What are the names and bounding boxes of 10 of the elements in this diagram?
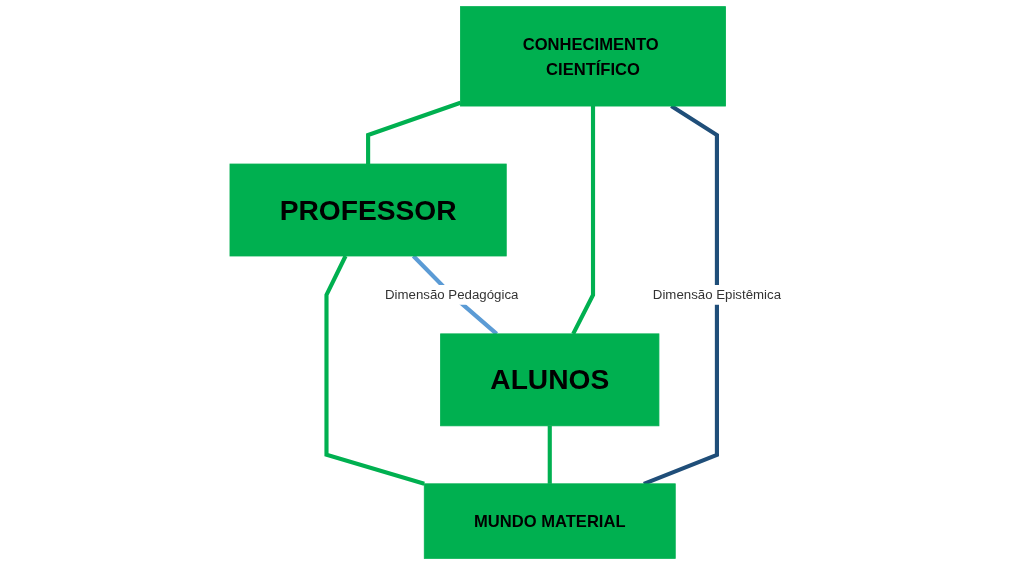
connector	[571, 106, 596, 335]
edge-label: Dimensão Epistêmica	[652, 287, 782, 302]
node-box: MUNDO MATERIAL	[423, 483, 676, 559]
node-box: PROFESSOR	[229, 163, 507, 257]
connector	[324, 255, 425, 486]
connector	[366, 100, 462, 165]
connector	[547, 425, 552, 484]
edge-label: Dimensão Pedagógica	[385, 287, 519, 302]
node-box: CONHECIMENTO CIENTÍFICO	[460, 6, 726, 107]
node-box: ALUNOS	[440, 333, 660, 427]
